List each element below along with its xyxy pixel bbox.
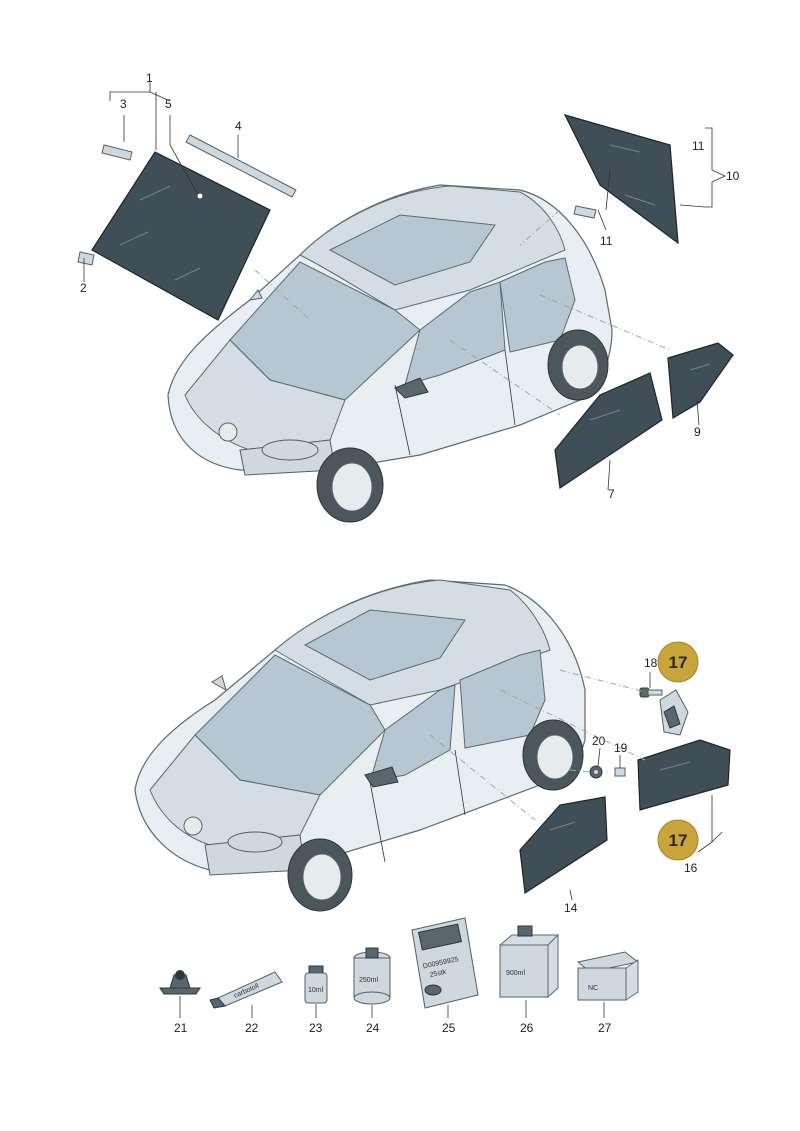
leader-lines-bottom: [569, 672, 723, 901]
leader-lines-top: [83, 82, 726, 491]
callout-numbers: 1 2 3 4 5 7 9 10 11 11 14 16 18 19 20 21…: [80, 71, 740, 1035]
callout-27: 27: [598, 1021, 612, 1035]
callout-3: 3: [120, 97, 127, 111]
jug-label: 900ml: [506, 970, 526, 977]
front-door-window-part-bottom: [519, 796, 608, 895]
callout-21: 21: [174, 1021, 188, 1035]
callout-9: 9: [694, 425, 701, 439]
part-25-repair-bag: D00959925 25stk: [411, 917, 479, 1018]
car-bottom: [134, 579, 586, 912]
bolt-part-18: [639, 687, 663, 698]
callout-4: 4: [235, 119, 242, 133]
rear-window-part: [563, 114, 679, 245]
badge-17-top-label: 17: [669, 653, 688, 672]
car-top: [167, 184, 613, 523]
badge-17-bottom: 17: [657, 819, 699, 861]
callout-1: 1: [146, 71, 153, 85]
badge-17-bottom-label: 17: [669, 831, 688, 850]
badge-17-top: 17: [657, 641, 699, 683]
part-24-can: 250ml: [353, 947, 391, 1018]
assembly-lines-top: [254, 209, 671, 416]
windshield-part: [91, 151, 271, 321]
callout-20: 20: [592, 734, 606, 748]
clip-part-11: [573, 205, 597, 219]
bottle-label: 10ml: [308, 987, 324, 994]
callout-26: 26: [520, 1021, 534, 1035]
callout-19: 19: [614, 741, 628, 755]
can-label: 250ml: [359, 977, 379, 984]
hinge-bracket-part: [659, 689, 689, 736]
box-label: NC: [588, 985, 598, 992]
callout-2: 2: [80, 281, 87, 295]
part-26-jug: 900ml: [498, 925, 560, 1018]
callout-22: 22: [245, 1021, 259, 1035]
callout-11-top: 11: [692, 139, 705, 153]
rear-side-window-part: [667, 342, 734, 420]
callout-7: 7: [608, 487, 615, 501]
rear-side-window-part-bottom: [637, 739, 731, 811]
clip-part-3: [101, 144, 133, 161]
callout-25: 25: [442, 1021, 456, 1035]
callout-16: 16: [684, 861, 698, 875]
callout-14: 14: [564, 901, 578, 915]
callout-23: 23: [309, 1021, 323, 1035]
callout-18: 18: [644, 656, 658, 670]
bag-qty-label: 25stk: [429, 969, 447, 979]
part-22-adhesive-tube: carbotoll: [209, 971, 283, 1018]
part-27-box: NC: [576, 951, 640, 1018]
part-23-small-bottle: 10ml: [304, 965, 328, 1018]
windshield-trim-strip: [185, 134, 297, 198]
callout-24: 24: [366, 1021, 380, 1035]
assembly-lines-bottom: [429, 669, 646, 821]
spacer-part-19: [614, 767, 626, 777]
callout-10: 10: [726, 169, 740, 183]
front-door-window-part: [554, 372, 663, 490]
callout-11-bottom: 11: [600, 234, 613, 248]
part-21-primer-applicator: [159, 970, 201, 1018]
callout-5: 5: [165, 97, 172, 111]
clip-part-2: [77, 251, 95, 266]
nut-part-20: [589, 765, 603, 779]
sensor-point: [196, 192, 204, 200]
